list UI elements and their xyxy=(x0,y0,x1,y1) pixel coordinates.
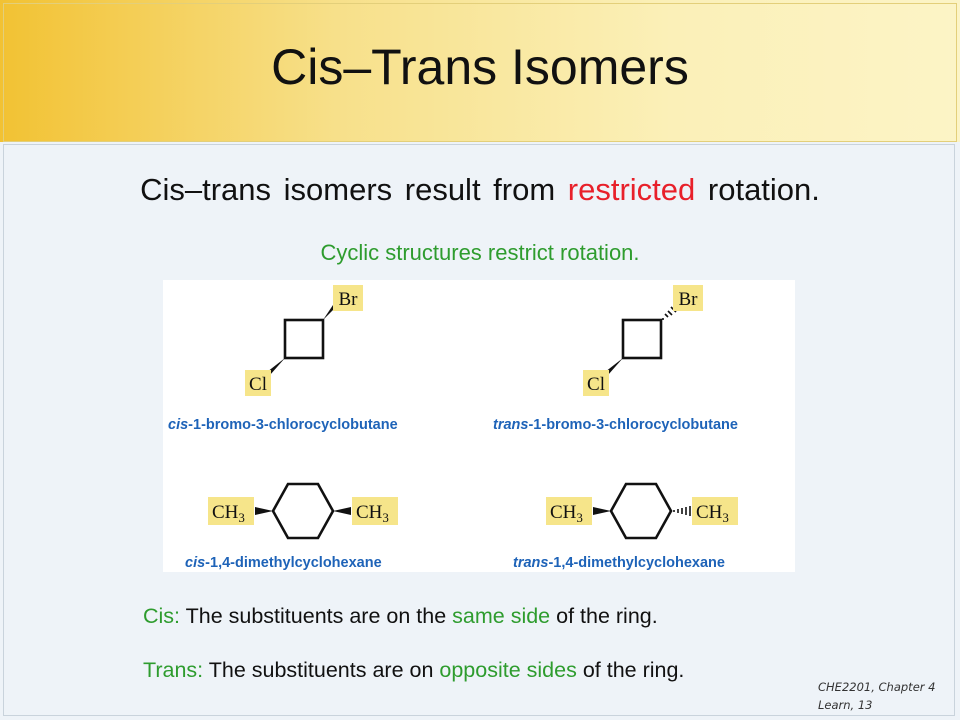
molecule-trans-cyclohexane: CH3 CH3 trans-1,4-dimethylcyclohexane xyxy=(513,482,738,571)
caption-rest: -1-bromo-3-chlorocyclobutane xyxy=(528,417,737,433)
title-bar-frame xyxy=(3,3,957,142)
slide-footer: CHE2201, Chapter 4 Learn, 13 xyxy=(818,678,935,714)
definition-term: Cis: xyxy=(143,604,181,628)
headline-after: rotation. xyxy=(695,172,820,207)
definition-text-end: of the ring. xyxy=(550,604,658,628)
substituent-ch3-right: CH3 xyxy=(696,502,729,525)
wedge-bond-left xyxy=(255,507,273,515)
headline-highlight: restricted xyxy=(567,172,696,207)
substituent-cl: Cl xyxy=(587,374,605,395)
caption-prefix: trans xyxy=(493,417,528,433)
caption-rest: -1-bromo-3-chlorocyclobutane xyxy=(188,417,397,433)
wedge-bond-right xyxy=(333,507,351,515)
definition-cis: Cis: The substituents are on the same si… xyxy=(143,604,658,629)
label-box-ch3-left xyxy=(208,497,254,525)
molecule-trans-cyclobutane: Br Cl trans-1-bromo-3-chlorocyclobutane xyxy=(493,285,738,433)
caption-prefix: cis xyxy=(168,417,188,433)
definition-text-end: of the ring. xyxy=(576,658,685,682)
substituent-ch3-right: CH3 xyxy=(356,502,389,525)
isomer-figure: .lbl { font-family: "Liberation Serif", … xyxy=(163,280,795,572)
label-box-cl xyxy=(583,370,609,396)
label-box-ch3-right xyxy=(692,497,738,525)
definition-highlight: same side xyxy=(452,604,551,628)
substituent-ch3-left: CH3 xyxy=(212,502,245,525)
title-bar xyxy=(0,0,960,142)
caption-rest: -1,4-dimethylcyclohexane xyxy=(205,555,382,571)
cyclohexane-ring xyxy=(271,482,335,540)
substituent-cl: Cl xyxy=(249,374,267,395)
molecule-cis-cyclohexane: CH3 CH3 cis-1,4-dimethylcyclohexane xyxy=(185,482,398,571)
footer-page: Learn, 13 xyxy=(818,698,873,712)
headline: Cis–trans isomers result from restricted… xyxy=(0,172,960,208)
headline-before: Cis–trans isomers result from xyxy=(140,172,568,207)
isomer-diagram: .lbl { font-family: "Liberation Serif", … xyxy=(168,285,738,571)
caption-prefix: trans xyxy=(513,555,548,571)
definition-highlight: opposite sides xyxy=(439,658,577,682)
caption-trans-cyclobutane: trans-1-bromo-3-chlorocyclobutane xyxy=(493,417,738,433)
hashed-bond-right xyxy=(673,506,691,516)
footer-course: CHE2201, Chapter 4 xyxy=(818,680,936,694)
caption-rest: -1,4-dimethylcyclohexane xyxy=(548,555,725,571)
definition-trans: Trans: The substituents are on opposite … xyxy=(143,658,684,683)
caption-trans-cyclohexane: trans-1,4-dimethylcyclohexane xyxy=(513,555,725,571)
label-box-br xyxy=(333,285,363,311)
slide-title: Cis–Trans Isomers xyxy=(271,39,689,95)
definition-text: The substituents are on xyxy=(203,658,440,682)
wedge-bond-bottom xyxy=(267,358,285,375)
molecule-cis-cyclobutane: Br Cl cis-1-bromo-3-chlorocyclobutane xyxy=(168,285,398,433)
wedge-bond-left xyxy=(593,507,611,515)
wedge-bond-bottom xyxy=(605,358,623,375)
label-box-br xyxy=(673,285,703,311)
label-box-ch3-left xyxy=(546,497,592,525)
cyclobutane-ring xyxy=(621,318,663,360)
caption-prefix: cis xyxy=(185,555,205,571)
caption-cis-cyclobutane: cis-1-bromo-3-chlorocyclobutane xyxy=(168,417,398,433)
substituent-ch3-left: CH3 xyxy=(550,502,583,525)
cyclohexane-ring xyxy=(609,482,673,540)
cyclobutane-ring xyxy=(283,318,325,360)
definition-term: Trans: xyxy=(143,658,204,682)
substituent-br: Br xyxy=(679,289,699,310)
substituent-br: Br xyxy=(339,289,359,310)
label-box-cl xyxy=(245,370,271,396)
subtitle: Cyclic structures restrict rotation. xyxy=(320,240,640,265)
definition-text: The substituents are on the xyxy=(180,604,453,628)
caption-cis-cyclohexane: cis-1,4-dimethylcyclohexane xyxy=(185,555,382,571)
label-box-ch3-right xyxy=(352,497,398,525)
